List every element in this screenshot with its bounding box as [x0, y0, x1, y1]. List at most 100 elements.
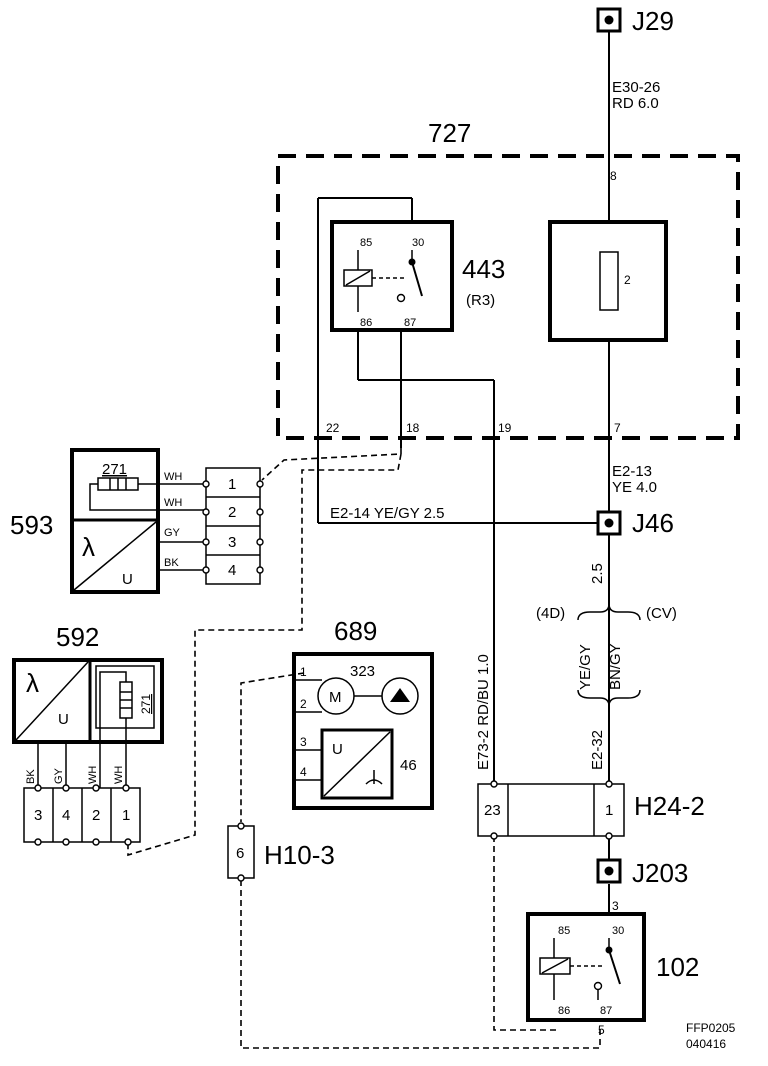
wire-size-25: 2.5	[589, 563, 606, 584]
fuse-icon	[599, 251, 619, 311]
pin-h24-23: 23	[484, 802, 501, 819]
label-h24-2: H24-2	[634, 791, 705, 821]
u-689: U	[332, 741, 343, 758]
pin-h10-3: 6	[236, 845, 244, 862]
relay-102: 85 30 86 87 102 5	[526, 912, 699, 1037]
pin-86: 86	[360, 317, 372, 329]
switch-blade	[411, 261, 423, 297]
lambda-592: λ	[26, 668, 39, 698]
connector-h24-2: 23 1 H24-2	[477, 780, 705, 840]
color-bn-gy: BN/GY	[607, 643, 624, 690]
pump-label: 323	[350, 663, 375, 680]
pin-592-2: 2	[92, 807, 100, 824]
wire-592-gy: GY	[53, 767, 65, 784]
relay-443-box	[330, 220, 454, 332]
pin-689-4: 4	[300, 765, 307, 779]
lambda-593: λ	[82, 532, 95, 562]
label-j46: J46	[632, 508, 674, 538]
box-689	[292, 652, 434, 810]
pin-102-3: 3	[612, 899, 619, 913]
u-593: U	[122, 571, 133, 588]
pin-87: 87	[404, 317, 416, 329]
box-727	[276, 154, 740, 440]
pin-h24-1: 1	[605, 802, 613, 819]
wire-spec-rd: RD 6.0	[612, 95, 659, 112]
wire-e2-14-label: E2-14 YE/GY 2.5	[330, 505, 445, 522]
pin-18: 18	[406, 421, 420, 435]
pin-593-1: 1	[228, 476, 236, 493]
wire-689-h103	[240, 672, 305, 822]
footer-code: FFP0205	[686, 1021, 736, 1035]
wire-h103-102	[240, 880, 601, 1049]
pin-7: 7	[614, 421, 621, 435]
fuse-box	[548, 220, 668, 342]
pin-689-2: 2	[300, 697, 307, 711]
wire-e2-32: E2-32	[589, 730, 606, 770]
label-593: 593	[10, 510, 53, 540]
relay-102-box	[526, 912, 646, 1022]
label-689: 689	[334, 616, 377, 646]
motor-label: M	[329, 689, 342, 706]
pin-8: 8	[610, 169, 617, 183]
pin-22: 22	[326, 421, 340, 435]
relay-443: 85 30 86 87 443 (R3)	[330, 220, 505, 332]
wire-593-4: BK	[164, 557, 179, 569]
wire-593-3: GY	[164, 527, 181, 539]
pin-19: 19	[498, 421, 512, 435]
wire-h24-23-102	[493, 836, 560, 1031]
label-h10-3: H10-3	[264, 840, 335, 870]
pump-icon	[381, 677, 419, 715]
component-727: 727 8 22 18 19 7	[276, 118, 740, 440]
wire-593-2: WH	[164, 497, 182, 509]
pin-102-30: 30	[612, 925, 624, 937]
wire-592-wh1: WH	[87, 766, 99, 784]
sensor-689-box	[320, 728, 394, 800]
component-592: 592 λ U 271 BK GY WH WH 3 4 2	[12, 622, 164, 846]
wire-spec-ye: YE 4.0	[612, 479, 657, 496]
variant-4d: (4D)	[536, 605, 565, 622]
solid-wires	[317, 32, 610, 914]
pin-85: 85	[360, 237, 372, 249]
pin-102-85: 85	[558, 925, 570, 937]
terminal-j29: J29 E30-26 RD 6.0	[596, 6, 674, 112]
label-592: 592	[56, 622, 99, 652]
box-592	[12, 658, 164, 744]
terminal-j46: E2-13 YE 4.0 J46 E2-14 YE/GY 2.5	[330, 463, 674, 538]
variant-cv: (CV)	[646, 605, 677, 622]
pin-592-1: 1	[122, 807, 130, 824]
wire-code-e2-13: E2-13	[612, 463, 652, 480]
pin-102-5: 5	[598, 1023, 605, 1037]
wire-592-bk: BK	[25, 769, 37, 784]
label-j29: J29	[632, 6, 674, 36]
label-j203: J203	[632, 858, 688, 888]
variant-bracket: (4D) (CV) YE/GY BN/GY E2-32	[536, 603, 677, 770]
wire-18-to-593	[261, 448, 402, 481]
fuse-label: 2	[624, 273, 631, 287]
pin-592-3: 3	[34, 807, 42, 824]
pin-592-4: 4	[62, 807, 70, 824]
wire-code-e30-26: E30-26	[612, 79, 660, 96]
label-443: 443	[462, 254, 505, 284]
footer-date: 040416	[686, 1037, 726, 1051]
terminal-j203: J203 3	[596, 858, 688, 913]
label-727: 727	[428, 118, 471, 148]
label-46: 46	[400, 757, 417, 774]
wire-18-to-592	[127, 453, 402, 857]
wire-592-wh2: WH	[113, 766, 125, 784]
component-593: 593 λ U 271 WH WH GY BK 1 2	[10, 448, 264, 594]
wire-e73-2-label: E73-2 RD/BU 1.0	[475, 654, 492, 770]
connector-h10-3: 6 H10-3	[227, 822, 335, 882]
pin-689-1: 1	[300, 665, 307, 679]
component-689: 689 1 2 3 4 M 323 U 46	[292, 616, 434, 810]
wire-593-1: WH	[164, 471, 182, 483]
pin-593-4: 4	[228, 562, 236, 579]
sensor-593: 271	[102, 461, 127, 478]
pin-593-3: 3	[228, 534, 236, 551]
pin-689-3: 3	[300, 735, 307, 749]
label-r3: (R3)	[466, 292, 495, 309]
u-592: U	[58, 711, 69, 728]
sensor-592: 271	[139, 694, 153, 714]
pin-30: 30	[412, 237, 424, 249]
